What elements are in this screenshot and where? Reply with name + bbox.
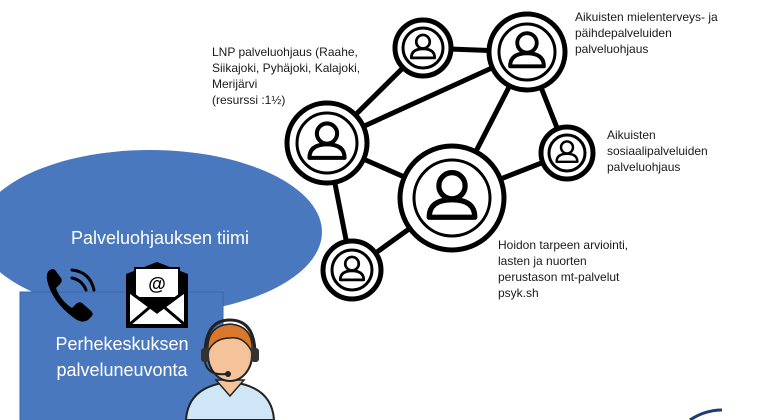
label-line: psyk.sh bbox=[498, 286, 539, 300]
label-line: Aikuisten bbox=[607, 128, 656, 142]
label-line: päihdepalveluiden bbox=[575, 26, 672, 40]
node-mental bbox=[486, 11, 568, 93]
customer-service-agent-icon bbox=[184, 318, 276, 420]
svg-text:@: @ bbox=[148, 274, 166, 294]
node-lnp bbox=[284, 100, 370, 186]
partial-shape bbox=[689, 408, 723, 420]
label-care: Hoidon tarpeen arviointi, lasten ja nuor… bbox=[498, 237, 628, 301]
node-care bbox=[397, 143, 507, 253]
counter-title-line: palveluneuvonta bbox=[56, 360, 188, 380]
label-line: Siikajoki, Pyhäjoki, Kalajoki, bbox=[212, 61, 361, 75]
label-lnp: LNP palveluohjaus (Raahe, Siikajoki, Pyh… bbox=[212, 44, 360, 108]
label-social: Aikuisten sosiaalipalveluiden palveluohj… bbox=[607, 127, 708, 175]
label-line: Merijärvi bbox=[212, 77, 258, 91]
node-top bbox=[392, 17, 454, 79]
label-line: lasten ja nuorten bbox=[498, 254, 587, 268]
label-line: Aikuisten mielenterveys- ja bbox=[575, 10, 718, 24]
counter-title-line: Perhekeskuksen bbox=[55, 334, 189, 354]
label-line: sosiaalipalveluiden bbox=[607, 144, 708, 158]
node-bottom bbox=[320, 238, 384, 302]
phone-icon bbox=[46, 268, 96, 322]
label-line: Hoidon tarpeen arviointi, bbox=[498, 238, 629, 252]
email-icon: @ bbox=[126, 262, 188, 328]
team-title: Palveluohjauksen tiimi bbox=[70, 228, 250, 248]
counter-title: Perhekeskuksen palveluneuvonta bbox=[22, 331, 222, 383]
label-line: palveluohjaus bbox=[607, 160, 681, 174]
label-line: palveluohjaus bbox=[575, 42, 649, 56]
label-line: perustason mt-palvelut bbox=[498, 270, 620, 284]
label-line: (resurssi :1½) bbox=[212, 93, 286, 107]
label-line: LNP palveluohjaus (Raahe, bbox=[212, 45, 358, 59]
label-mental: Aikuisten mielenterveys- ja päihdepalvel… bbox=[575, 9, 718, 57]
node-social bbox=[538, 124, 596, 182]
